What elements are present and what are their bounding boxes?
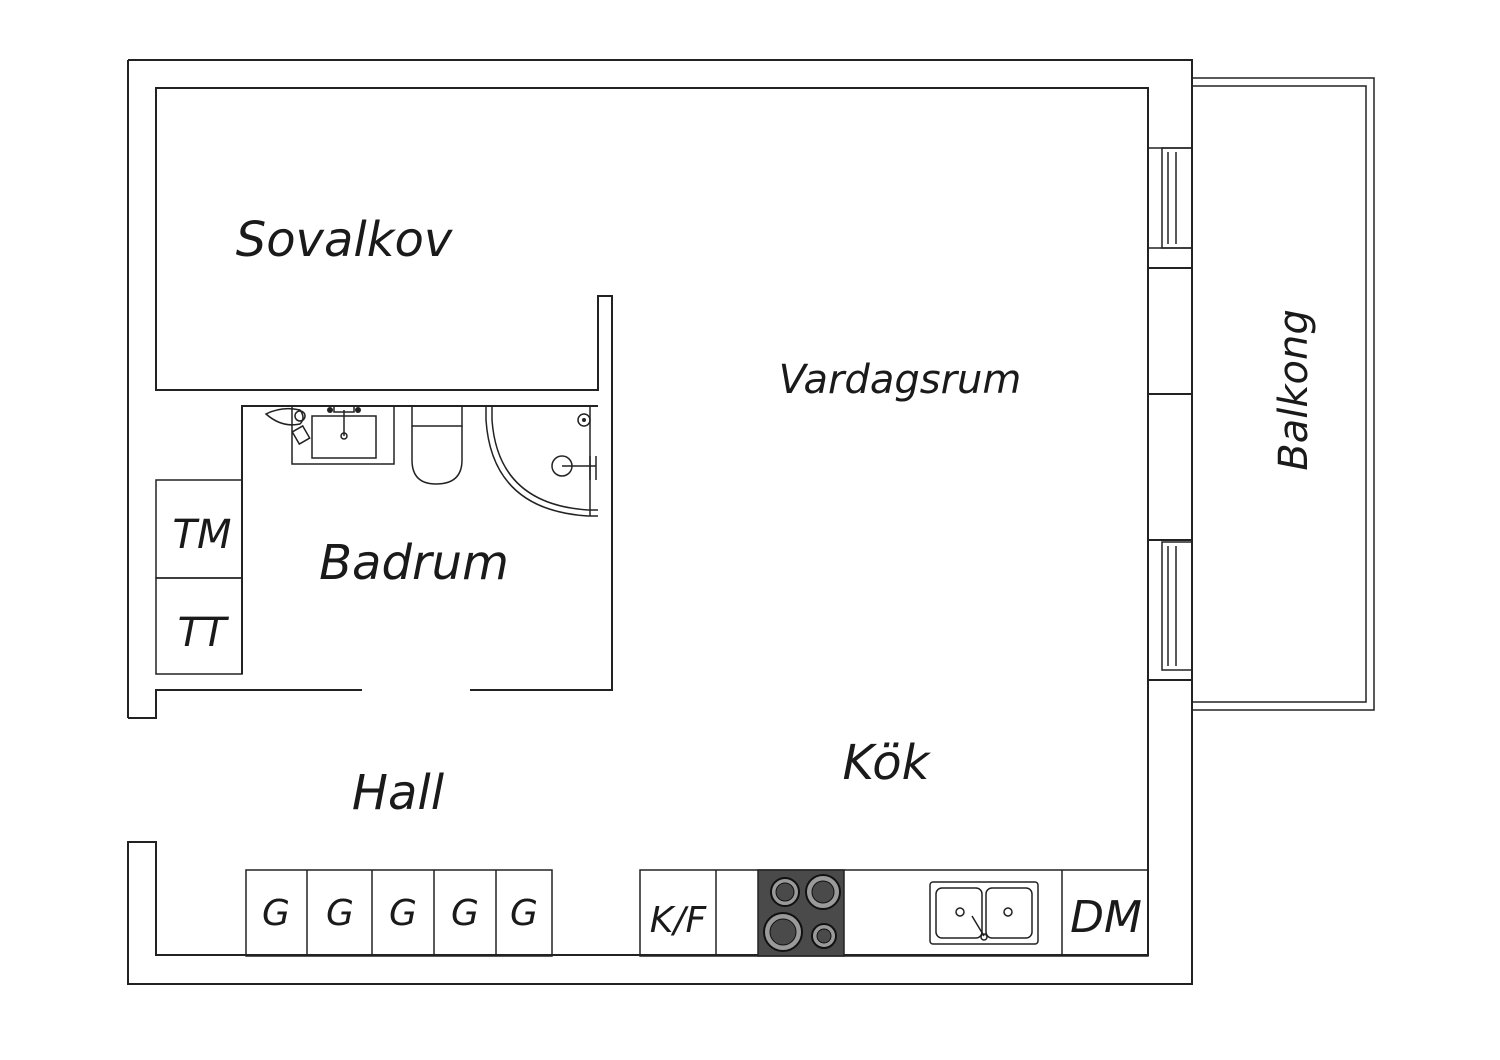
closet-label-tm: TM <box>173 512 232 558</box>
room-label-sovalkov: Sovalkov <box>236 212 453 268</box>
wardrobe-label: G <box>262 893 290 934</box>
room-label-hall: Hall <box>352 765 445 821</box>
closet-label-tt: TT <box>178 610 230 656</box>
wardrobe-label: G <box>510 893 538 934</box>
room-label-kok: Kök <box>843 735 932 791</box>
kitchen-counter: K/F DM <box>639 869 1149 957</box>
room-label-balkong: Balkong <box>1271 309 1317 470</box>
wardrobe-label: G <box>389 893 417 934</box>
stove-icon <box>757 869 845 957</box>
window-bottom <box>1161 541 1193 671</box>
room-label-badrum: Badrum <box>319 535 509 591</box>
toilet-icon <box>411 405 463 485</box>
closets: TM TT <box>155 479 243 675</box>
room-label-vardagsrum: Vardagsrum <box>779 357 1022 403</box>
towel-icon <box>264 407 304 426</box>
wardrobe-label: G <box>451 893 479 934</box>
sink-icon <box>929 881 1039 945</box>
wardrobe-label: G <box>326 893 354 934</box>
fridge-label: K/F <box>650 900 708 941</box>
wardrobes: G G G G G <box>245 869 553 957</box>
outer-walls <box>127 59 1193 985</box>
shower-icon <box>485 406 598 517</box>
balcony: Balkong <box>1191 77 1375 711</box>
window-top <box>1148 147 1193 249</box>
dishwasher-label: DM <box>1070 892 1142 943</box>
